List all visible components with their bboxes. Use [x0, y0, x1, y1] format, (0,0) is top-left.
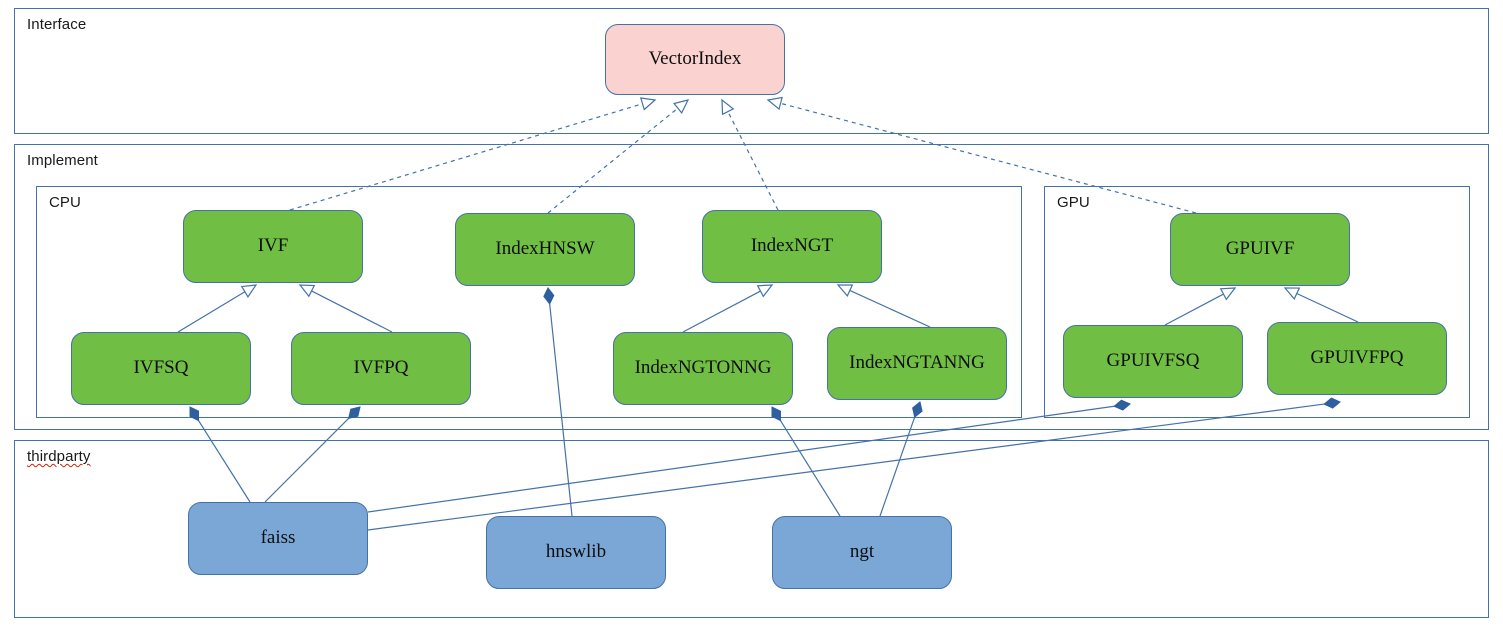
- class-node-label: VectorIndex: [648, 48, 742, 70]
- class-node-gpuivfpq[interactable]: GPUIVFPQ: [1267, 322, 1447, 395]
- group-label-implement: Implement: [27, 152, 98, 169]
- class-node-indexngtanng[interactable]: IndexNGTANNG: [827, 327, 1007, 400]
- class-node-label: IndexHNSW: [495, 238, 595, 260]
- class-node-indexngt[interactable]: IndexNGT: [702, 210, 882, 283]
- class-node-vectorindex[interactable]: VectorIndex: [605, 24, 785, 95]
- class-node-faiss[interactable]: faiss: [188, 502, 368, 575]
- group-label-cpu: CPU: [49, 194, 81, 211]
- class-node-label: GPUIVFPQ: [1310, 347, 1404, 369]
- class-node-label: GPUIVF: [1225, 238, 1295, 260]
- class-node-label: IVF: [257, 235, 289, 257]
- class-node-label: GPUIVFSQ: [1106, 350, 1200, 372]
- group-label-interface: Interface: [27, 16, 87, 33]
- class-node-label: faiss: [260, 527, 296, 549]
- class-node-label: ngt: [849, 541, 875, 563]
- class-node-gpuivf[interactable]: GPUIVF: [1170, 213, 1350, 286]
- class-node-label: IndexNGT: [750, 235, 834, 257]
- class-node-label: IndexNGTANNG: [849, 352, 985, 374]
- class-node-label: hnswlib: [545, 541, 607, 563]
- class-node-indexngtonng[interactable]: IndexNGTONNG: [613, 332, 793, 405]
- group-label-gpu: GPU: [1057, 194, 1090, 211]
- class-node-label: IVFSQ: [133, 357, 189, 379]
- class-node-ivf[interactable]: IVF: [183, 210, 363, 283]
- class-node-hnswlib[interactable]: hnswlib: [486, 516, 666, 589]
- class-node-label: IVFPQ: [353, 357, 409, 379]
- class-node-label: IndexNGTONNG: [634, 357, 772, 379]
- class-node-ivfsq[interactable]: IVFSQ: [71, 332, 251, 405]
- class-node-indexhnsw[interactable]: IndexHNSW: [455, 213, 635, 286]
- class-node-ivfpq[interactable]: IVFPQ: [291, 332, 471, 405]
- class-node-gpuivfsq[interactable]: GPUIVFSQ: [1063, 325, 1243, 398]
- group-label-thirdparty: thirdparty: [27, 448, 91, 465]
- class-node-ngt[interactable]: ngt: [772, 516, 952, 589]
